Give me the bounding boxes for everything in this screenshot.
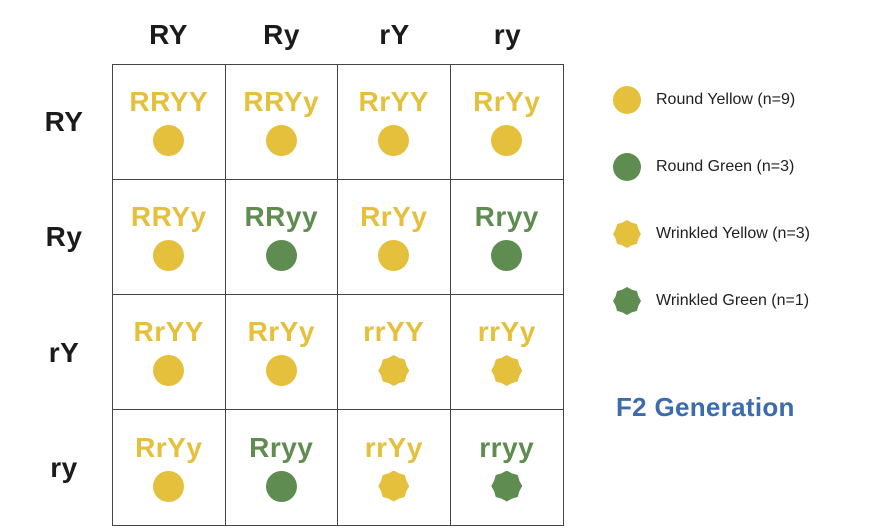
- punnett-cell: rrYy: [338, 410, 451, 525]
- seed-icon: [265, 470, 297, 502]
- col-header-3: rY: [379, 19, 410, 50]
- seed-icon: [265, 240, 297, 271]
- round-green-seed-icon: [613, 153, 641, 181]
- punnett-cell: Rryy: [226, 410, 338, 525]
- seed-icon: [491, 470, 523, 502]
- genotype-label: RrYy: [473, 86, 541, 117]
- genotype-label: RRyy: [244, 201, 319, 232]
- seed-icon: [378, 125, 410, 156]
- punnett-cell: RrYy: [225, 295, 338, 410]
- seed-icon: [153, 470, 185, 502]
- row-headers: RY Ry rY ry: [26, 64, 102, 526]
- seed-icon: [153, 240, 185, 271]
- f2-generation-title: F2 Generation: [616, 392, 795, 422]
- seed-icon: [491, 355, 523, 386]
- genotype-label: RRYy: [130, 201, 207, 232]
- legend-item: Round Green (n=3): [613, 153, 868, 181]
- seed-icon: [491, 125, 523, 156]
- genotype-label: rrYY: [363, 316, 425, 347]
- punnett-cell: RrYy: [113, 410, 226, 525]
- seed-icon: [378, 355, 410, 386]
- genotype-label: rrYy: [477, 316, 536, 347]
- punnett-cell: RrYy: [338, 180, 451, 295]
- genotype-label: Rryy: [249, 431, 314, 463]
- wrinkled-green-seed-icon: [613, 287, 641, 315]
- legend-label: Round Green (n=3): [656, 158, 795, 175]
- genotype-label: Rryy: [474, 201, 539, 232]
- genotype-label: RrYY: [358, 86, 429, 117]
- legend-item: Wrinkled Yellow (n=3): [613, 220, 868, 248]
- punnett-grid: RRYY RRYy RrYY RrYy RRYy RRyy RrYy Rry: [112, 64, 564, 526]
- punnett-cell: RRYY: [113, 65, 226, 180]
- genotype-label: RrYY: [133, 316, 204, 347]
- phenotype-legend: Round Yellow (n=9) Round Green (n=3) Wri…: [613, 86, 868, 354]
- wrinkled-yellow-seed-icon: [613, 220, 641, 248]
- punnett-cell: rryy: [451, 410, 564, 525]
- genotype-label: RrYy: [135, 431, 203, 463]
- col-header-2: Ry: [263, 19, 300, 50]
- seed-icon: [265, 125, 297, 156]
- punnett-cell: RrYY: [113, 295, 226, 410]
- seed-icon: [153, 125, 185, 156]
- legend-label: Wrinkled Yellow (n=3): [656, 225, 811, 242]
- column-headers: RY Ry rY ry: [112, 14, 564, 56]
- col-header-1: RY: [149, 19, 188, 50]
- genotype-label: rrYy: [364, 431, 423, 463]
- row-header-1: RY: [44, 105, 84, 137]
- row-header-4: ry: [50, 452, 78, 484]
- punnett-cell: rrYY: [338, 295, 451, 410]
- punnett-cell: Rryy: [450, 180, 563, 295]
- legend-item: Wrinkled Green (n=1): [613, 287, 868, 315]
- row-header-3: rY: [48, 336, 80, 368]
- genotype-label: RRYY: [129, 86, 209, 117]
- genotype-label: rryy: [479, 431, 535, 463]
- seed-icon: [378, 240, 410, 271]
- legend-label: Wrinkled Green (n=1): [656, 292, 810, 309]
- punnett-cell: RrYy: [450, 65, 563, 180]
- punnett-cell: RrYY: [338, 65, 451, 180]
- seed-icon: [378, 470, 410, 502]
- seed-icon: [153, 355, 185, 386]
- genotype-label: RrYy: [247, 316, 315, 347]
- round-yellow-seed-icon: [613, 86, 641, 114]
- punnett-cell: RRyy: [225, 180, 338, 295]
- punnett-cell: RRYy: [113, 180, 226, 295]
- genotype-label: RrYy: [360, 201, 428, 232]
- punnett-cell: rrYy: [450, 295, 563, 410]
- punnett-cell: RRYy: [225, 65, 338, 180]
- col-header-4: ry: [493, 19, 522, 50]
- seed-icon: [491, 240, 523, 271]
- legend-item: Round Yellow (n=9): [613, 86, 868, 114]
- genotype-label: RRYy: [243, 86, 320, 117]
- seed-icon: [265, 355, 297, 386]
- row-header-2: Ry: [45, 221, 83, 253]
- legend-label: Round Yellow (n=9): [656, 91, 796, 108]
